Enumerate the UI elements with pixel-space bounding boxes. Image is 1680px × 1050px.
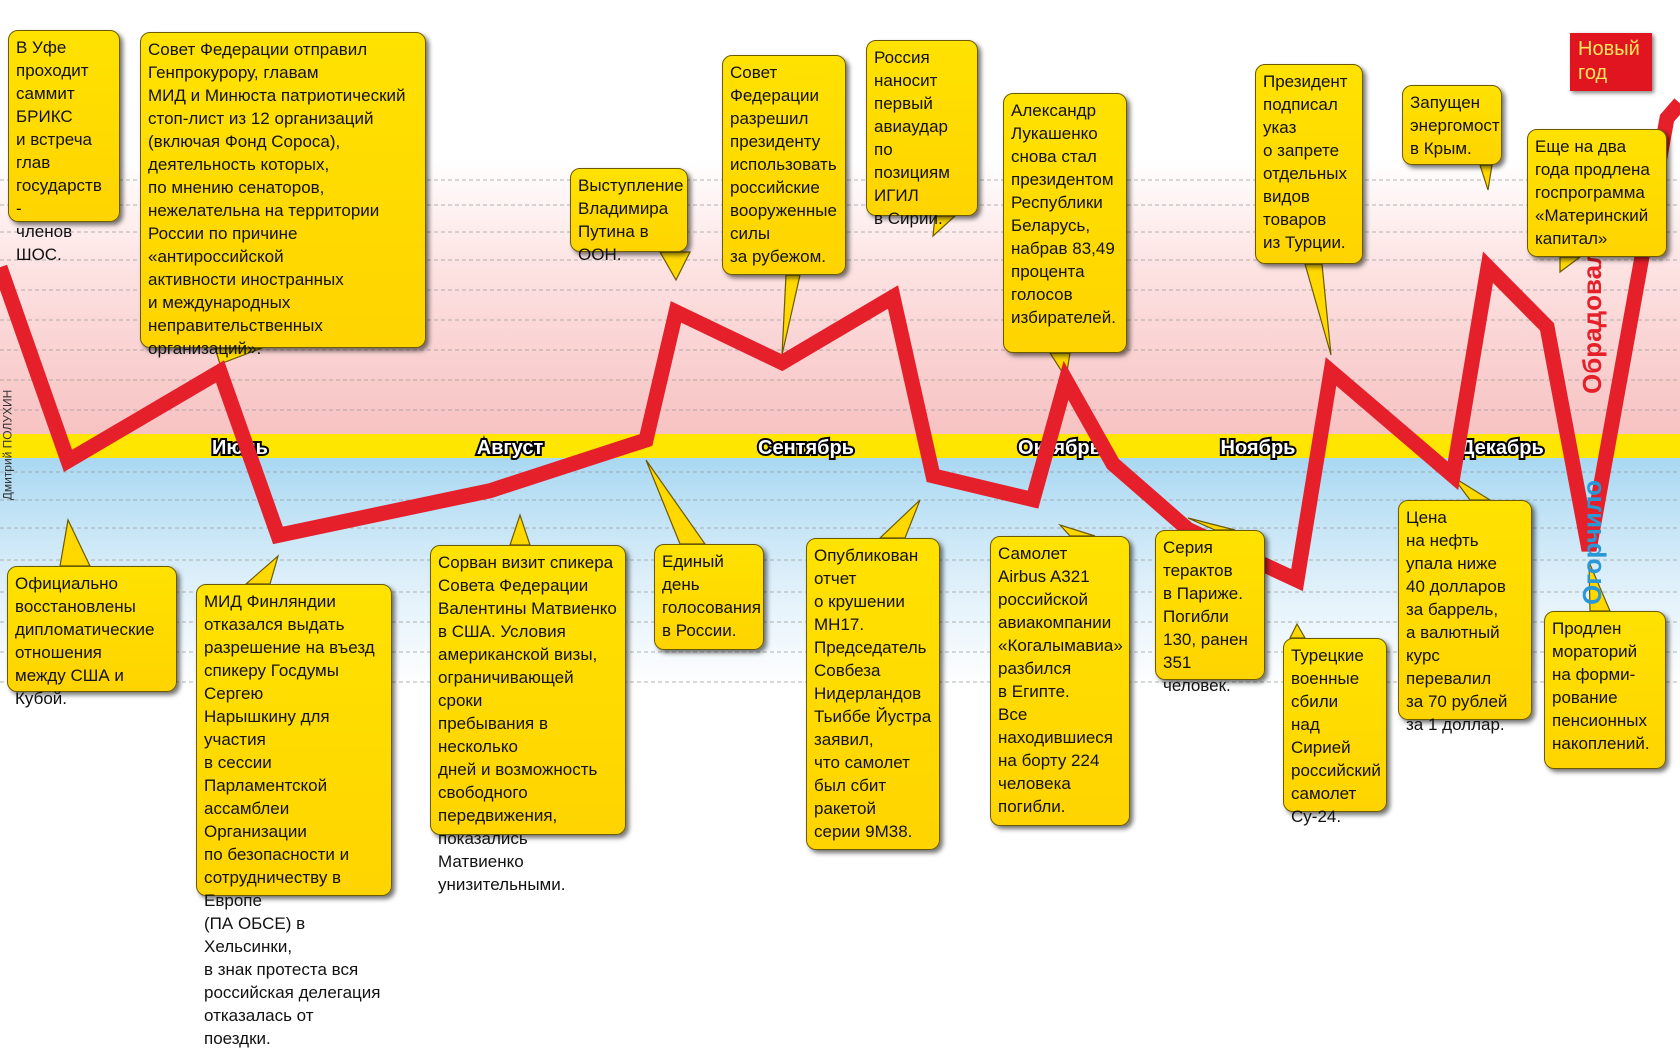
note-turkey-ban: Президент подписал указ о запрете отдель… bbox=[1255, 64, 1363, 264]
note-ufa: В Уфе проходит саммит БРИКС и встреча гл… bbox=[8, 30, 120, 264]
label-ogorchilo: Огорчило bbox=[1577, 480, 1607, 605]
callout-pointer bbox=[932, 215, 957, 238]
note-a321: Самолет Airbus A321 российской авиакомпа… bbox=[990, 536, 1130, 826]
callout-pointer bbox=[1479, 164, 1493, 191]
note-lukashenko: Александр Лукашенко снова стал президент… bbox=[1003, 93, 1127, 353]
callout-pointer bbox=[1559, 256, 1582, 274]
month-label: Декабрь bbox=[1460, 437, 1544, 459]
note-usa-cuba: Официально восстановлены дипломатические… bbox=[7, 566, 177, 708]
month-label: Ноябрь bbox=[1221, 437, 1296, 459]
callout-pointer bbox=[658, 251, 691, 282]
note-paris: Серия терактов в Париже. Погибли 130, ра… bbox=[1155, 530, 1265, 695]
month-label: Октябрь bbox=[1018, 437, 1102, 459]
callout-pointer bbox=[1304, 263, 1332, 356]
month-label: Сентябрь bbox=[758, 437, 854, 459]
note-sovfed-army: Совет Федерации разрешил президенту испо… bbox=[722, 55, 846, 275]
month-label: Август bbox=[477, 437, 544, 459]
author-credit: Дмитрий ПОЛУХИН bbox=[0, 389, 15, 501]
note-oil: Цена на нефть упала ниже 40 долларов за … bbox=[1398, 500, 1532, 734]
note-capital: Еще на два года продлена госпрограмма «М… bbox=[1527, 129, 1667, 257]
note-finland: МИД Финляндии отказался выдать разрешени… bbox=[196, 584, 392, 1048]
note-voting-day: Единый день голосования в России. bbox=[654, 544, 764, 650]
new-year-label: Новый год bbox=[1570, 33, 1652, 91]
note-su24: Турецкие военные сбили над Сирией россий… bbox=[1283, 638, 1387, 826]
label-obradovalo: Обрадовало bbox=[1577, 232, 1607, 394]
note-energy: Запущен энергомост в Крым. bbox=[1402, 85, 1502, 165]
note-sovfed: Совет Федерации отправил Генпрокурору, г… bbox=[140, 32, 426, 358]
note-matvienko: Сорван визит спикера Совета Федерации Ва… bbox=[430, 545, 626, 894]
note-airstrike: Россия наносит первый авиаудар по позици… bbox=[866, 40, 978, 228]
callout-pointer bbox=[781, 274, 801, 356]
note-mh17: Опубликован отчет о крушении МН17. Предс… bbox=[806, 538, 940, 850]
callout-pointers bbox=[59, 164, 1611, 639]
note-putin-un: Выступление Владимира Путина в ООН. bbox=[570, 168, 688, 264]
mood-line bbox=[0, 98, 1680, 592]
note-pension: Продлен мораторий на форми- рование пенс… bbox=[1544, 611, 1666, 769]
callout-pointer bbox=[214, 347, 263, 365]
